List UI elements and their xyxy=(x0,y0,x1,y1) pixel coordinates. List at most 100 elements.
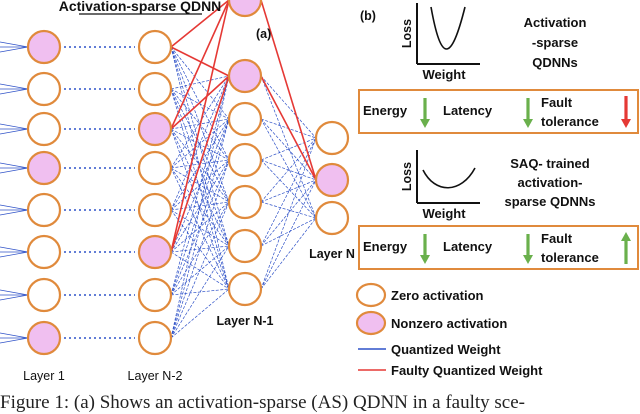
nonzero-activation-node xyxy=(227,0,263,18)
quantized-weight-line xyxy=(170,75,230,296)
plot-description-line: activation- xyxy=(517,175,582,190)
metric-box-border xyxy=(358,89,639,134)
zero-activation-node xyxy=(227,271,263,307)
plot-description-line: Activation xyxy=(524,15,587,30)
input-weight-line xyxy=(0,46,29,53)
zero-activation-node xyxy=(26,71,62,107)
arrow-down-icon xyxy=(621,96,631,128)
input-weight-line xyxy=(0,209,29,216)
arrow-up-icon xyxy=(621,232,631,264)
quantized-weight-line xyxy=(260,137,317,247)
plot-xlabel: Weight xyxy=(422,206,466,221)
diagram-title: Activation-sparse QDNN xyxy=(59,0,222,14)
faulty-quantized-weight-line xyxy=(260,75,317,181)
weight-edges xyxy=(0,0,317,344)
input-weight-line xyxy=(0,167,29,174)
layer-label: Layer N xyxy=(309,247,355,261)
zero-activation-node xyxy=(26,277,62,313)
quantized-weight-line xyxy=(170,88,230,247)
legend-label: Faulty Quantized Weight xyxy=(391,363,543,378)
panel-b-label: (b) xyxy=(360,9,376,23)
quantized-weight-line xyxy=(170,201,230,339)
metric-box-border xyxy=(358,225,639,270)
quantized-weight-line xyxy=(170,167,230,247)
zero-activation-node xyxy=(137,29,173,65)
zero-activation-node xyxy=(137,192,173,228)
legend-zero-activation-swatch xyxy=(355,282,387,308)
metric-fault-label: Fault xyxy=(541,231,573,246)
quantized-weight-line xyxy=(170,245,230,339)
loss-plot-1 xyxy=(416,3,480,65)
faulty-quantized-weight-line xyxy=(170,0,230,253)
input-weight-line xyxy=(0,294,29,301)
arrow-down-icon xyxy=(523,234,533,264)
input-weight-line xyxy=(0,41,29,48)
metric-latency-label: Latency xyxy=(443,103,493,118)
faulty-quantized-weight-line xyxy=(170,46,230,77)
quantized-weight-line xyxy=(260,217,317,247)
plot-description-line: QDNNs xyxy=(532,55,578,70)
arrow-down-icon xyxy=(420,98,430,128)
quantized-weight-line xyxy=(170,75,230,211)
metric-fault-label: Fault xyxy=(541,95,573,110)
zero-activation-node xyxy=(137,71,173,107)
layer-label: Layer 1 xyxy=(23,369,65,383)
zero-activation-node xyxy=(227,101,263,137)
input-weight-line xyxy=(0,251,29,258)
metric-box-2 xyxy=(358,225,639,270)
faulty-quantized-weight-line xyxy=(170,0,230,130)
quantized-weight-line xyxy=(260,179,317,290)
legend-label: Nonzero activation xyxy=(391,316,507,331)
input-weight-line xyxy=(0,162,29,169)
quantized-weight-line xyxy=(170,88,230,120)
metric-energy-label: Energy xyxy=(363,103,408,118)
figure-caption: Figure 1: (a) Shows an activation-sparse… xyxy=(0,392,526,413)
quantized-weight-line xyxy=(170,46,230,247)
plot-ylabel: Loss xyxy=(400,19,414,48)
plot-description-line: -sparse xyxy=(532,35,578,50)
quantized-weight-line xyxy=(170,75,230,169)
quantized-weight-line xyxy=(170,128,230,247)
quantized-weight-line xyxy=(170,201,230,296)
nonzero-activation-node xyxy=(314,162,350,198)
layer-label: Layer N-2 xyxy=(128,369,183,383)
nonzero-activation-node xyxy=(26,150,62,186)
quantized-weight-line xyxy=(260,179,317,247)
metric-fault-label: tolerance xyxy=(541,250,599,265)
input-weight-line xyxy=(0,332,29,339)
quantized-weight-line xyxy=(170,128,230,290)
panel-a-label: (a) xyxy=(256,27,271,41)
quantized-weight-line xyxy=(260,75,317,219)
plot-description-line: sparse QDNNs xyxy=(504,194,595,209)
faulty-quantized-weight-line xyxy=(170,75,230,253)
arrow-down-icon xyxy=(523,98,533,128)
zero-activation-node xyxy=(314,120,350,156)
input-weight-line xyxy=(0,123,29,130)
legend-label: Zero activation xyxy=(391,288,484,303)
zero-activation-node xyxy=(227,142,263,178)
quantized-weight-line xyxy=(260,201,317,219)
layer-4-nodes xyxy=(314,120,350,236)
layer-2-nodes xyxy=(137,29,173,356)
quantized-weight-line xyxy=(260,75,317,139)
legend-label: Quantized Weight xyxy=(391,342,501,357)
zero-activation-node xyxy=(227,184,263,220)
zero-activation-node xyxy=(137,150,173,186)
zero-activation-node xyxy=(314,200,350,236)
quantized-weight-line xyxy=(260,118,317,181)
layer-1-nodes xyxy=(26,29,62,356)
quantized-weight-line xyxy=(170,118,230,296)
legend xyxy=(355,282,387,371)
quantized-weight-line xyxy=(260,118,317,219)
legend-nonzero-activation-swatch xyxy=(355,310,387,336)
nonzero-activation-node xyxy=(137,234,173,270)
quantized-weight-line xyxy=(260,137,317,161)
arrow-down-icon xyxy=(420,234,430,264)
nonzero-activation-node xyxy=(227,58,263,94)
zero-activation-node xyxy=(26,234,62,270)
input-weight-line xyxy=(0,88,29,95)
metric-latency-label: Latency xyxy=(443,239,493,254)
quantized-weight-line xyxy=(170,46,230,290)
